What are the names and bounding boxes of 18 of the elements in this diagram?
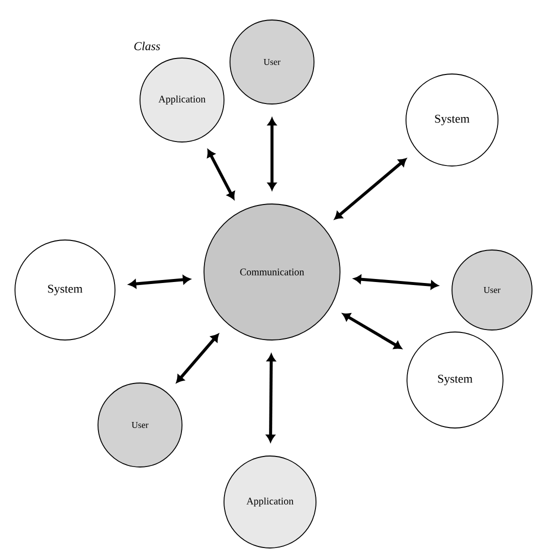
circle-node: System (14, 240, 116, 340)
circle-node: Communication (204, 204, 340, 340)
label: Class (134, 42, 160, 50)
circle-node: User (230, 20, 314, 104)
double-arrow (354, 274, 438, 290)
double-arrow (176, 334, 219, 383)
circle-node: Application (224, 456, 316, 548)
double-arrow (207, 149, 235, 200)
circle-node: System (406, 74, 498, 166)
double-arrow (268, 118, 276, 190)
circle-node: User (98, 382, 182, 468)
double-arrow (334, 158, 406, 220)
circle-node: Application (140, 58, 224, 142)
circle-node: System (406, 332, 504, 428)
double-arrow (342, 313, 402, 349)
circle-node: User (452, 250, 532, 330)
double-arrow (266, 354, 276, 442)
double-arrow (128, 275, 190, 288)
